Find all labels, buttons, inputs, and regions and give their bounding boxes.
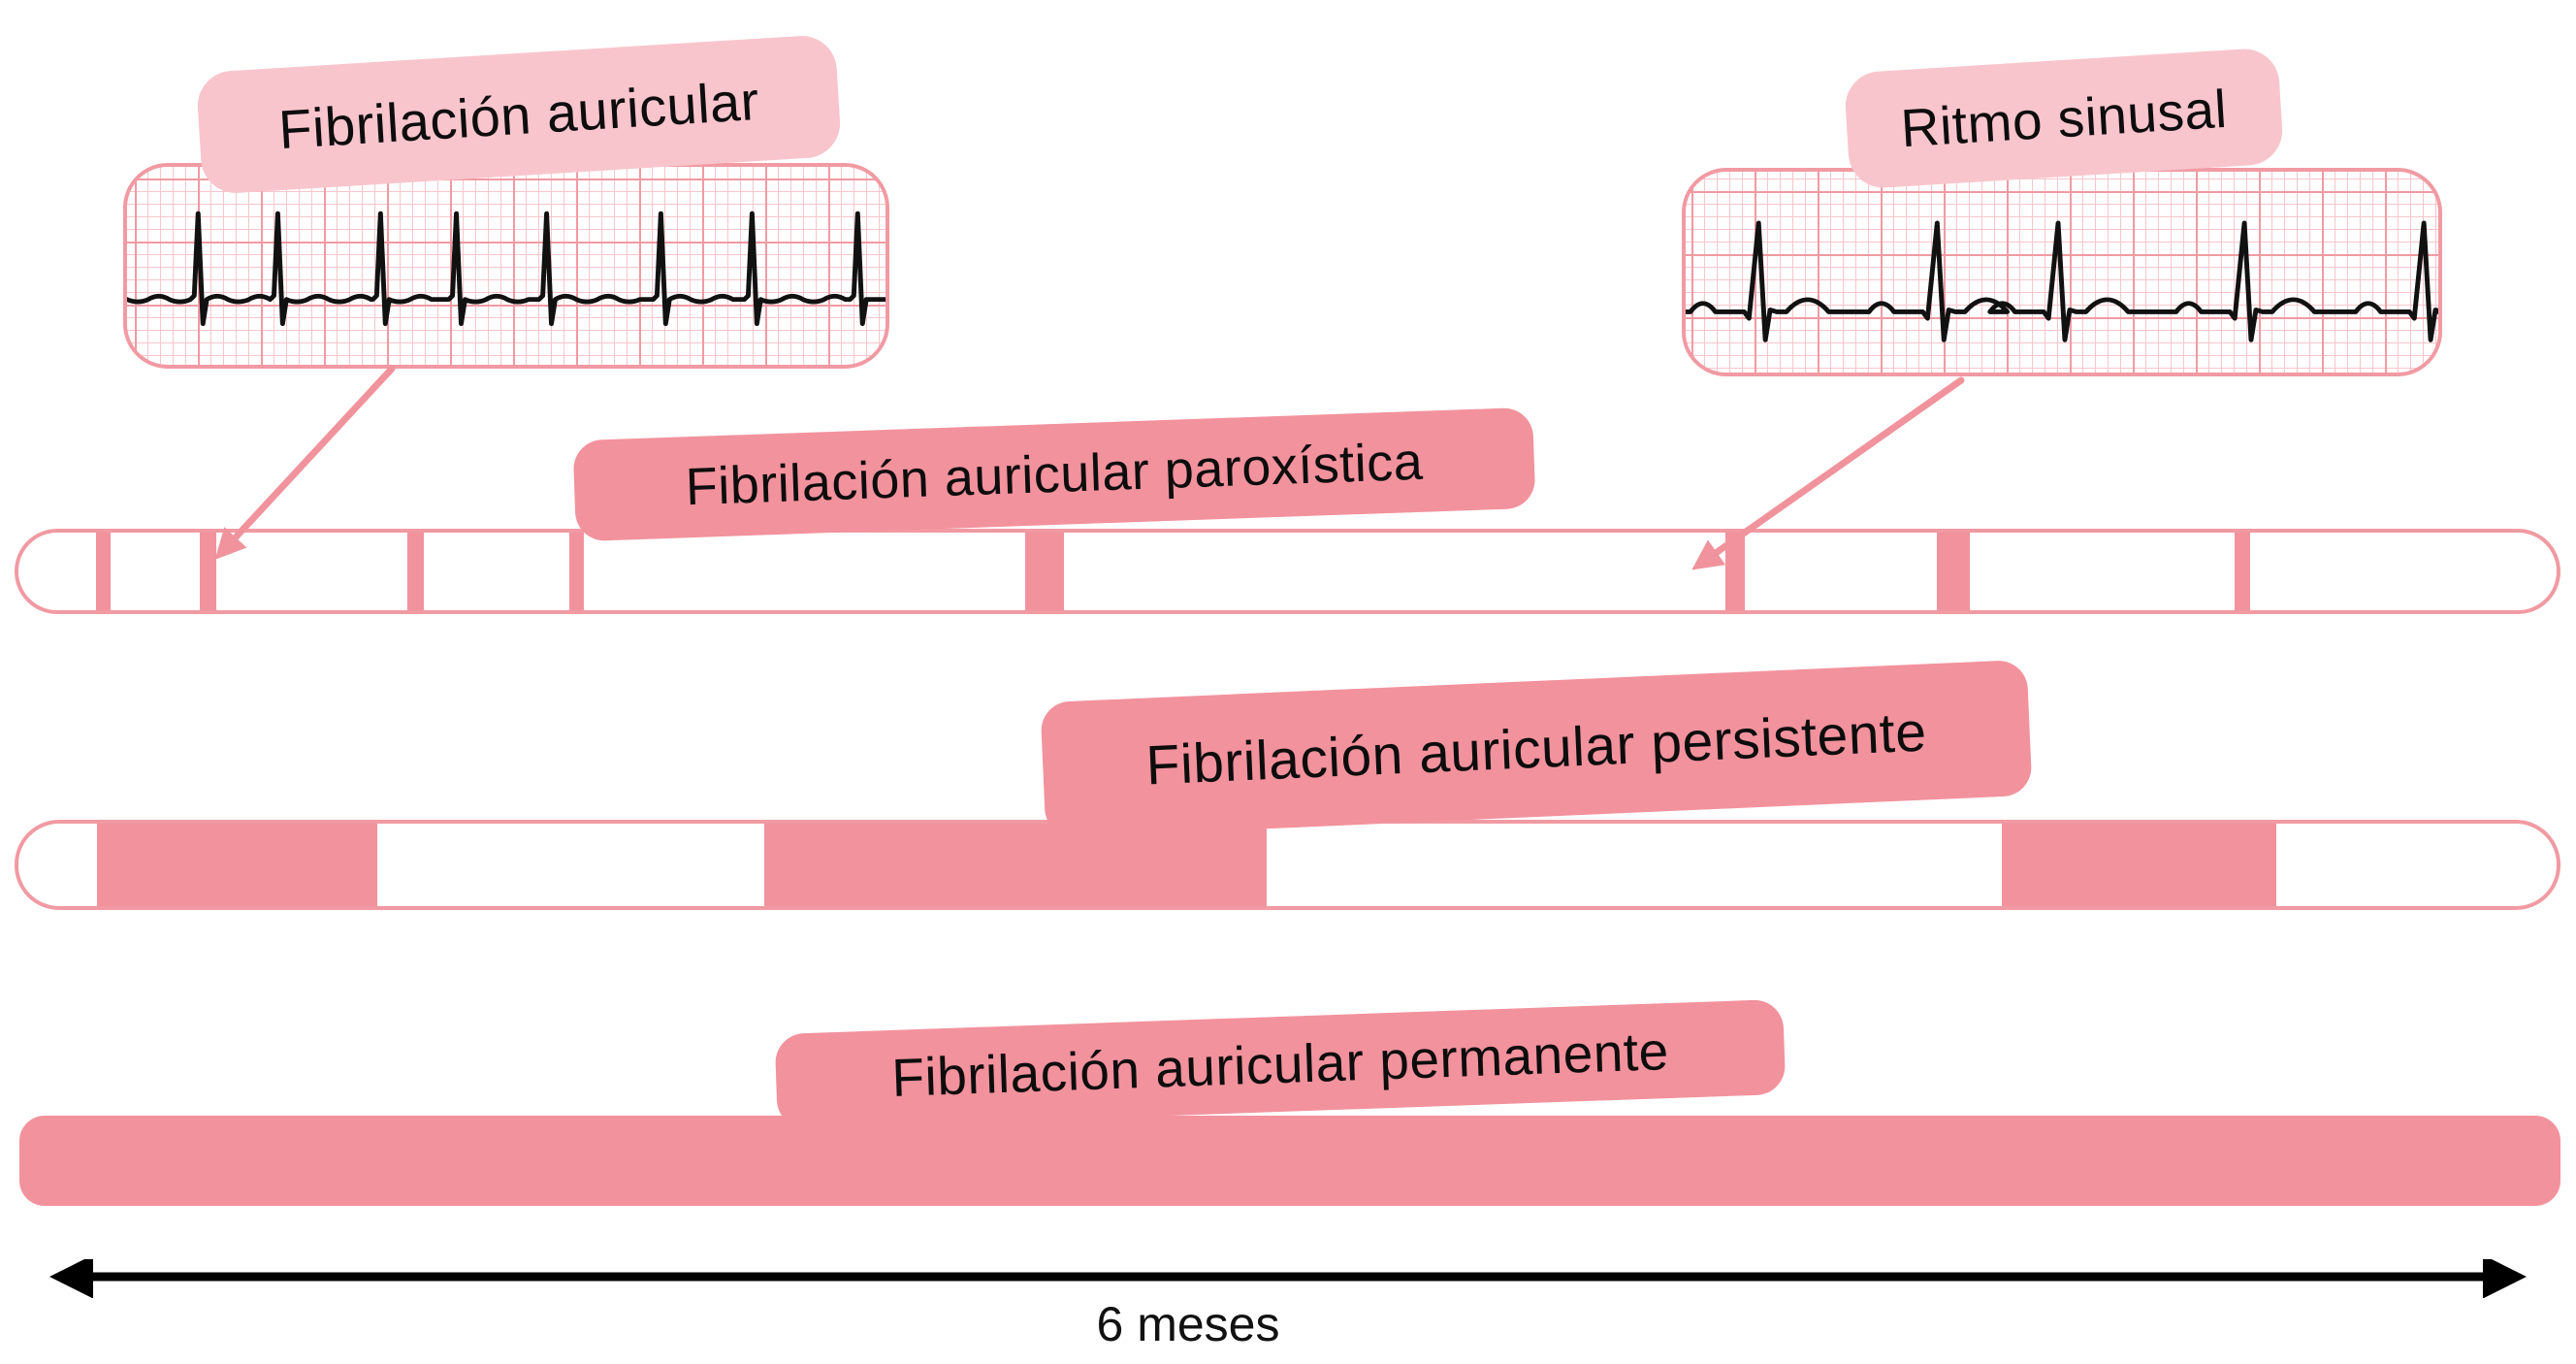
af-episode-stripe — [95, 533, 111, 610]
afib-ecg-strip — [123, 163, 889, 369]
timeline-axis-label: 6 meses — [1096, 1297, 1280, 1351]
paroxysmal-label: Fibrilación auricular paroxística — [572, 406, 1536, 542]
paroxysmal-timeline-bar — [15, 529, 2560, 614]
afib-arrow — [214, 365, 396, 560]
sinus-ecg-trace — [1686, 220, 2438, 342]
permanent-label-text: Fibrilación auricular permanente — [890, 1021, 1670, 1108]
af-episode-stripe — [2235, 533, 2250, 610]
af-episode-stripe — [406, 533, 424, 610]
permanent-label: Fibrilación auricular permanente — [774, 998, 1787, 1130]
permanent-timeline-bar — [19, 1116, 2560, 1206]
persistent-timeline-bar — [15, 820, 2560, 910]
af-segment — [96, 824, 377, 906]
af-episode-stripe — [1936, 533, 1970, 610]
paroxysmal-label-text: Fibrilación auricular paroxística — [684, 432, 1425, 517]
af-segment — [763, 824, 1268, 906]
af-episode-stripe — [1724, 533, 1745, 610]
sinus-label-text: Ritmo sinusal — [1899, 78, 2229, 159]
af-episode-stripe — [569, 533, 585, 610]
af-segment — [2001, 824, 2276, 906]
timeline-axis-arrow — [49, 1259, 2527, 1298]
sinus-ecg-strip — [1682, 168, 2442, 376]
af-episode-stripe — [1024, 533, 1064, 610]
persistent-label-text: Fibrilación auricular persistente — [1144, 700, 1928, 797]
persistent-label: Fibrilación auricular persistente — [1040, 659, 2033, 839]
af-episode-stripe — [200, 533, 217, 610]
afib-label-text: Fibrilación auricular — [276, 69, 761, 160]
afib-ecg-trace — [127, 211, 886, 327]
